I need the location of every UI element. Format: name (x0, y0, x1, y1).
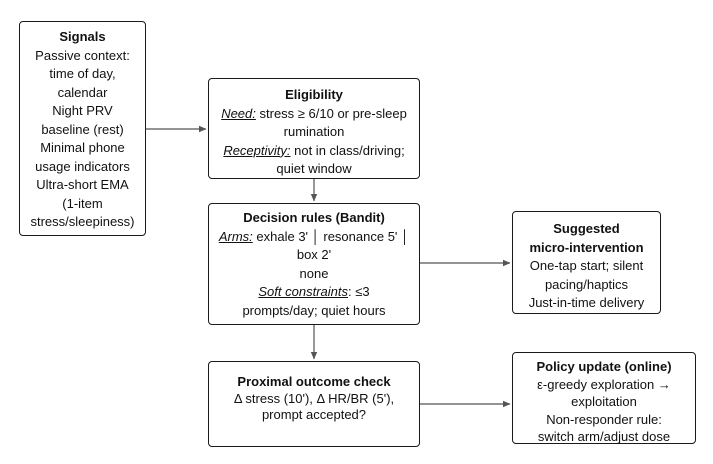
arms-text: exhale 3' │ resonance 5' │ (252, 228, 410, 244)
suggested-title-line2: micro-intervention (529, 239, 644, 255)
soft-constraints-row: Soft constraints: ≤3 (215, 283, 413, 302)
policy-line: ε-greedy exploration → (537, 376, 671, 392)
suggested-line: Just-in-time delivery (528, 295, 645, 310)
signals-line: Ultra-short EMA (36, 177, 129, 192)
decision-title: Decision rules (Bandit) (243, 210, 385, 225)
signals-line: (1-item (62, 195, 103, 211)
arms-label: Arms: (218, 228, 253, 244)
policy-title: Policy update (online) (536, 359, 672, 374)
receptivity-text: not in class/driving; (290, 142, 405, 158)
receptivity-label: Receptivity: (223, 142, 291, 158)
policy-line: exploitation (571, 394, 637, 409)
proximal-title: Proximal outcome check (237, 374, 391, 389)
suggested-intervention-box: Suggested micro-intervention One-tap sta… (512, 211, 661, 314)
proximal-line: prompt accepted? (261, 407, 367, 422)
suggested-line: One-tap start; silent (529, 258, 644, 273)
signals-line: usage indicators (35, 158, 130, 174)
signals-box: Signals Passive context: time of day, ca… (19, 21, 146, 236)
soft-constraints-continued: prompts/day; quiet hours (242, 302, 386, 318)
decision-rules-box: Decision rules (Bandit) Arms: exhale 3' … (208, 203, 420, 325)
arms-row: Arms: exhale 3' │ resonance 5' │ (215, 228, 413, 247)
signals-line: Night PRV (52, 103, 113, 118)
need-text-continued: rumination (283, 124, 345, 139)
signals-line: calendar (57, 84, 108, 100)
soft-constraints-text: : ≤3 (348, 284, 370, 299)
signals-title: Signals (59, 29, 106, 44)
policy-line: switch arm/adjust dose (537, 429, 671, 444)
policy-line: Non-responder rule: (546, 411, 662, 427)
need-label: Need: (221, 105, 256, 121)
need-text: stress ≥ 6/10 or pre-sleep (255, 105, 407, 121)
signals-line: stress/sleepiness) (30, 214, 135, 229)
suggested-title-line1: Suggested (553, 221, 620, 236)
suggested-line: pacing/haptics (544, 276, 629, 292)
policy-update-box: Policy update (online) ε-greedy explorat… (512, 352, 696, 444)
eligibility-box: Eligibility Need: stress ≥ 6/10 or pre-s… (208, 78, 420, 179)
signals-line: baseline (rest) (41, 121, 124, 137)
need-row: Need: stress ≥ 6/10 or pre-sleep (215, 105, 413, 124)
arms-text-continued: box 2' (296, 247, 332, 262)
signals-line: Minimal phone (40, 140, 125, 155)
eligibility-title: Eligibility (285, 87, 343, 102)
proximal-line: Δ stress (10'), Δ HR/BR (5'), (233, 390, 395, 406)
signals-line: Passive context: (35, 47, 130, 63)
receptivity-row: Receptivity: not in class/driving; (215, 142, 413, 161)
soft-constraints-label: Soft constraints (258, 284, 348, 299)
proximal-outcome-box: Proximal outcome check Δ stress (10'), Δ… (208, 361, 420, 447)
arms-text-none: none (299, 265, 329, 281)
receptivity-text-continued: quiet window (276, 161, 352, 176)
signals-line: time of day, (49, 66, 116, 81)
